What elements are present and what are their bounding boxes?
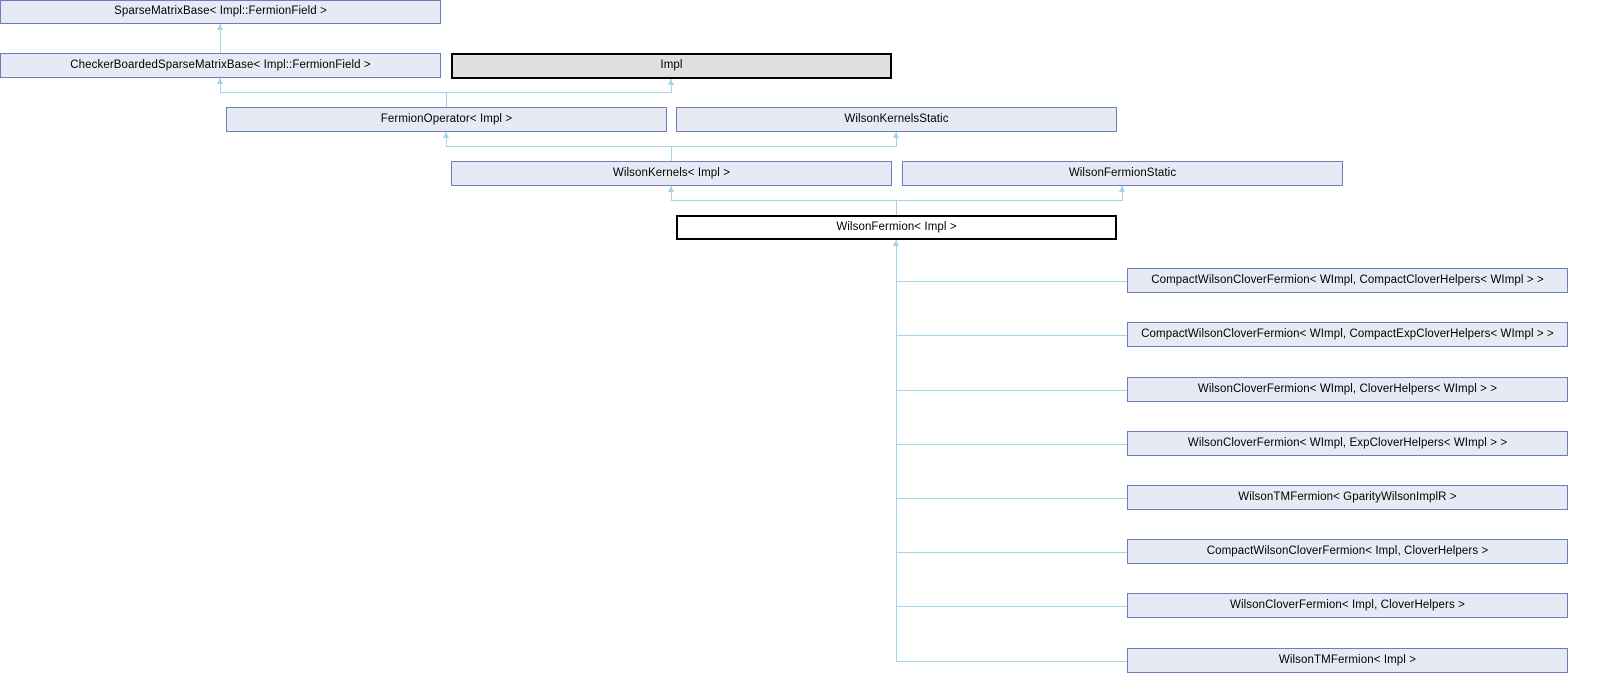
arrowhead-wilsonkernels	[668, 186, 674, 192]
arrowhead-checkerboarded	[217, 78, 223, 84]
class-node-label: WilsonTMFermion< Impl >	[1278, 653, 1417, 666]
class-node-fermionoperator[interactable]: FermionOperator< Impl >	[226, 107, 667, 132]
class-node-label: WilsonFermionStatic	[1068, 166, 1177, 179]
class-node-wilsonfermionstatic[interactable]: WilsonFermionStatic	[902, 161, 1343, 186]
class-node-wilsontmfermion-impl[interactable]: WilsonTMFermion< Impl >	[1127, 648, 1568, 673]
edge-branch-derived-6	[896, 606, 1127, 607]
edge-checkerboarded-stub	[220, 78, 221, 92]
class-node-label: Impl	[660, 59, 683, 72]
class-node-wilsonkernels[interactable]: WilsonKernels< Impl >	[451, 161, 892, 186]
class-node-label: WilsonCloverFermion< Impl, CloverHelpers…	[1230, 598, 1465, 611]
edge-bus-to-wilsonfermion	[896, 200, 897, 215]
edge-wilsonkernels-stub	[671, 186, 672, 200]
class-node-label: WilsonFermion< Impl >	[836, 220, 957, 233]
class-node-label: CheckerBoardedSparseMatrixBase< Impl::Fe…	[70, 58, 371, 71]
class-node-compactwilsoncloverfermion-wimpl-compactexpcloverhelpers[interactable]: CompactWilsonCloverFermion< WImpl, Compa…	[1127, 322, 1568, 347]
class-node-wilsonkernelsstatic[interactable]: WilsonKernelsStatic	[676, 107, 1117, 132]
class-node-wilsoncloverfermion-impl-cloverhelpers[interactable]: WilsonCloverFermion< Impl, CloverHelpers…	[1127, 593, 1568, 618]
class-node-label: CompactWilsonCloverFermion< WImpl, Compa…	[1141, 327, 1554, 340]
class-node-wilsoncloverfermion-wimpl-cloverhelpers[interactable]: WilsonCloverFermion< WImpl, CloverHelper…	[1127, 377, 1568, 402]
edge-branch-derived-7	[896, 661, 1127, 662]
edge-bus-wilsonfermion	[671, 200, 1123, 201]
edge-impl-stub	[671, 79, 672, 92]
class-node-label: CompactWilsonCloverFermion< Impl, Clover…	[1206, 544, 1489, 557]
class-node-label: FermionOperator< Impl >	[380, 112, 513, 125]
edge-branch-derived-4	[896, 498, 1127, 499]
class-node-label: SparseMatrixBase< Impl::FermionField >	[114, 5, 327, 18]
edge-branch-derived-3	[896, 444, 1127, 445]
class-node-wilsonfermion-current[interactable]: WilsonFermion< Impl >	[676, 215, 1117, 240]
edge-sparsematrixbase-to-checkerboarded	[220, 24, 221, 53]
arrowhead-sparsematrixbase	[217, 24, 223, 30]
arrowhead-wilsonfermion-derived	[893, 240, 899, 246]
arrowhead-wilsonfermionstatic	[1119, 186, 1125, 192]
class-node-label: WilsonCloverFermion< WImpl, CloverHelper…	[1197, 382, 1498, 395]
class-node-label: WilsonKernelsStatic	[844, 112, 949, 125]
class-node-compactwilsoncloverfermion-impl-cloverhelpers[interactable]: CompactWilsonCloverFermion< Impl, Clover…	[1127, 539, 1568, 564]
class-node-label: WilsonCloverFermion< WImpl, ExpCloverHel…	[1187, 436, 1508, 449]
class-node-label: WilsonTMFermion< GparityWilsonImplR >	[1238, 490, 1457, 503]
class-node-wilsontmfermion-gparitywilsonimplr[interactable]: WilsonTMFermion< GparityWilsonImplR >	[1127, 485, 1568, 510]
edge-fermionoperator-stub	[446, 132, 447, 146]
class-node-label: WilsonKernels< Impl >	[612, 166, 731, 179]
edge-branch-derived-2	[896, 390, 1127, 391]
arrowhead-fermionoperator	[443, 132, 449, 138]
edge-derived-trunk	[896, 240, 897, 661]
edge-wilsonkernelsstatic-stub	[896, 132, 897, 146]
class-node-compactwilsoncloverfermion-wimpl-compactcloverhelpers[interactable]: CompactWilsonCloverFermion< WImpl, Compa…	[1127, 268, 1568, 293]
edge-branch-derived-0	[896, 281, 1127, 282]
edge-branch-derived-5	[896, 552, 1127, 553]
arrowhead-impl	[668, 79, 674, 85]
arrowhead-wilsonkernelsstatic	[893, 132, 899, 138]
edge-bus-to-fermionoperator	[446, 92, 447, 107]
class-node-wilsoncloverfermion-wimpl-expcloverhelpers[interactable]: WilsonCloverFermion< WImpl, ExpCloverHel…	[1127, 431, 1568, 456]
edge-branch-derived-1	[896, 335, 1127, 336]
class-node-checkerboardedsparsematrixbase[interactable]: CheckerBoardedSparseMatrixBase< Impl::Fe…	[0, 53, 441, 78]
edge-bus-to-wilsonkernels	[671, 146, 672, 161]
class-node-label: CompactWilsonCloverFermion< WImpl, Compa…	[1151, 273, 1544, 286]
edge-wilsonfermionstatic-stub	[1122, 186, 1123, 200]
class-node-sparsematrixbase[interactable]: SparseMatrixBase< Impl::FermionField >	[0, 0, 441, 24]
class-node-impl[interactable]: Impl	[451, 53, 892, 79]
